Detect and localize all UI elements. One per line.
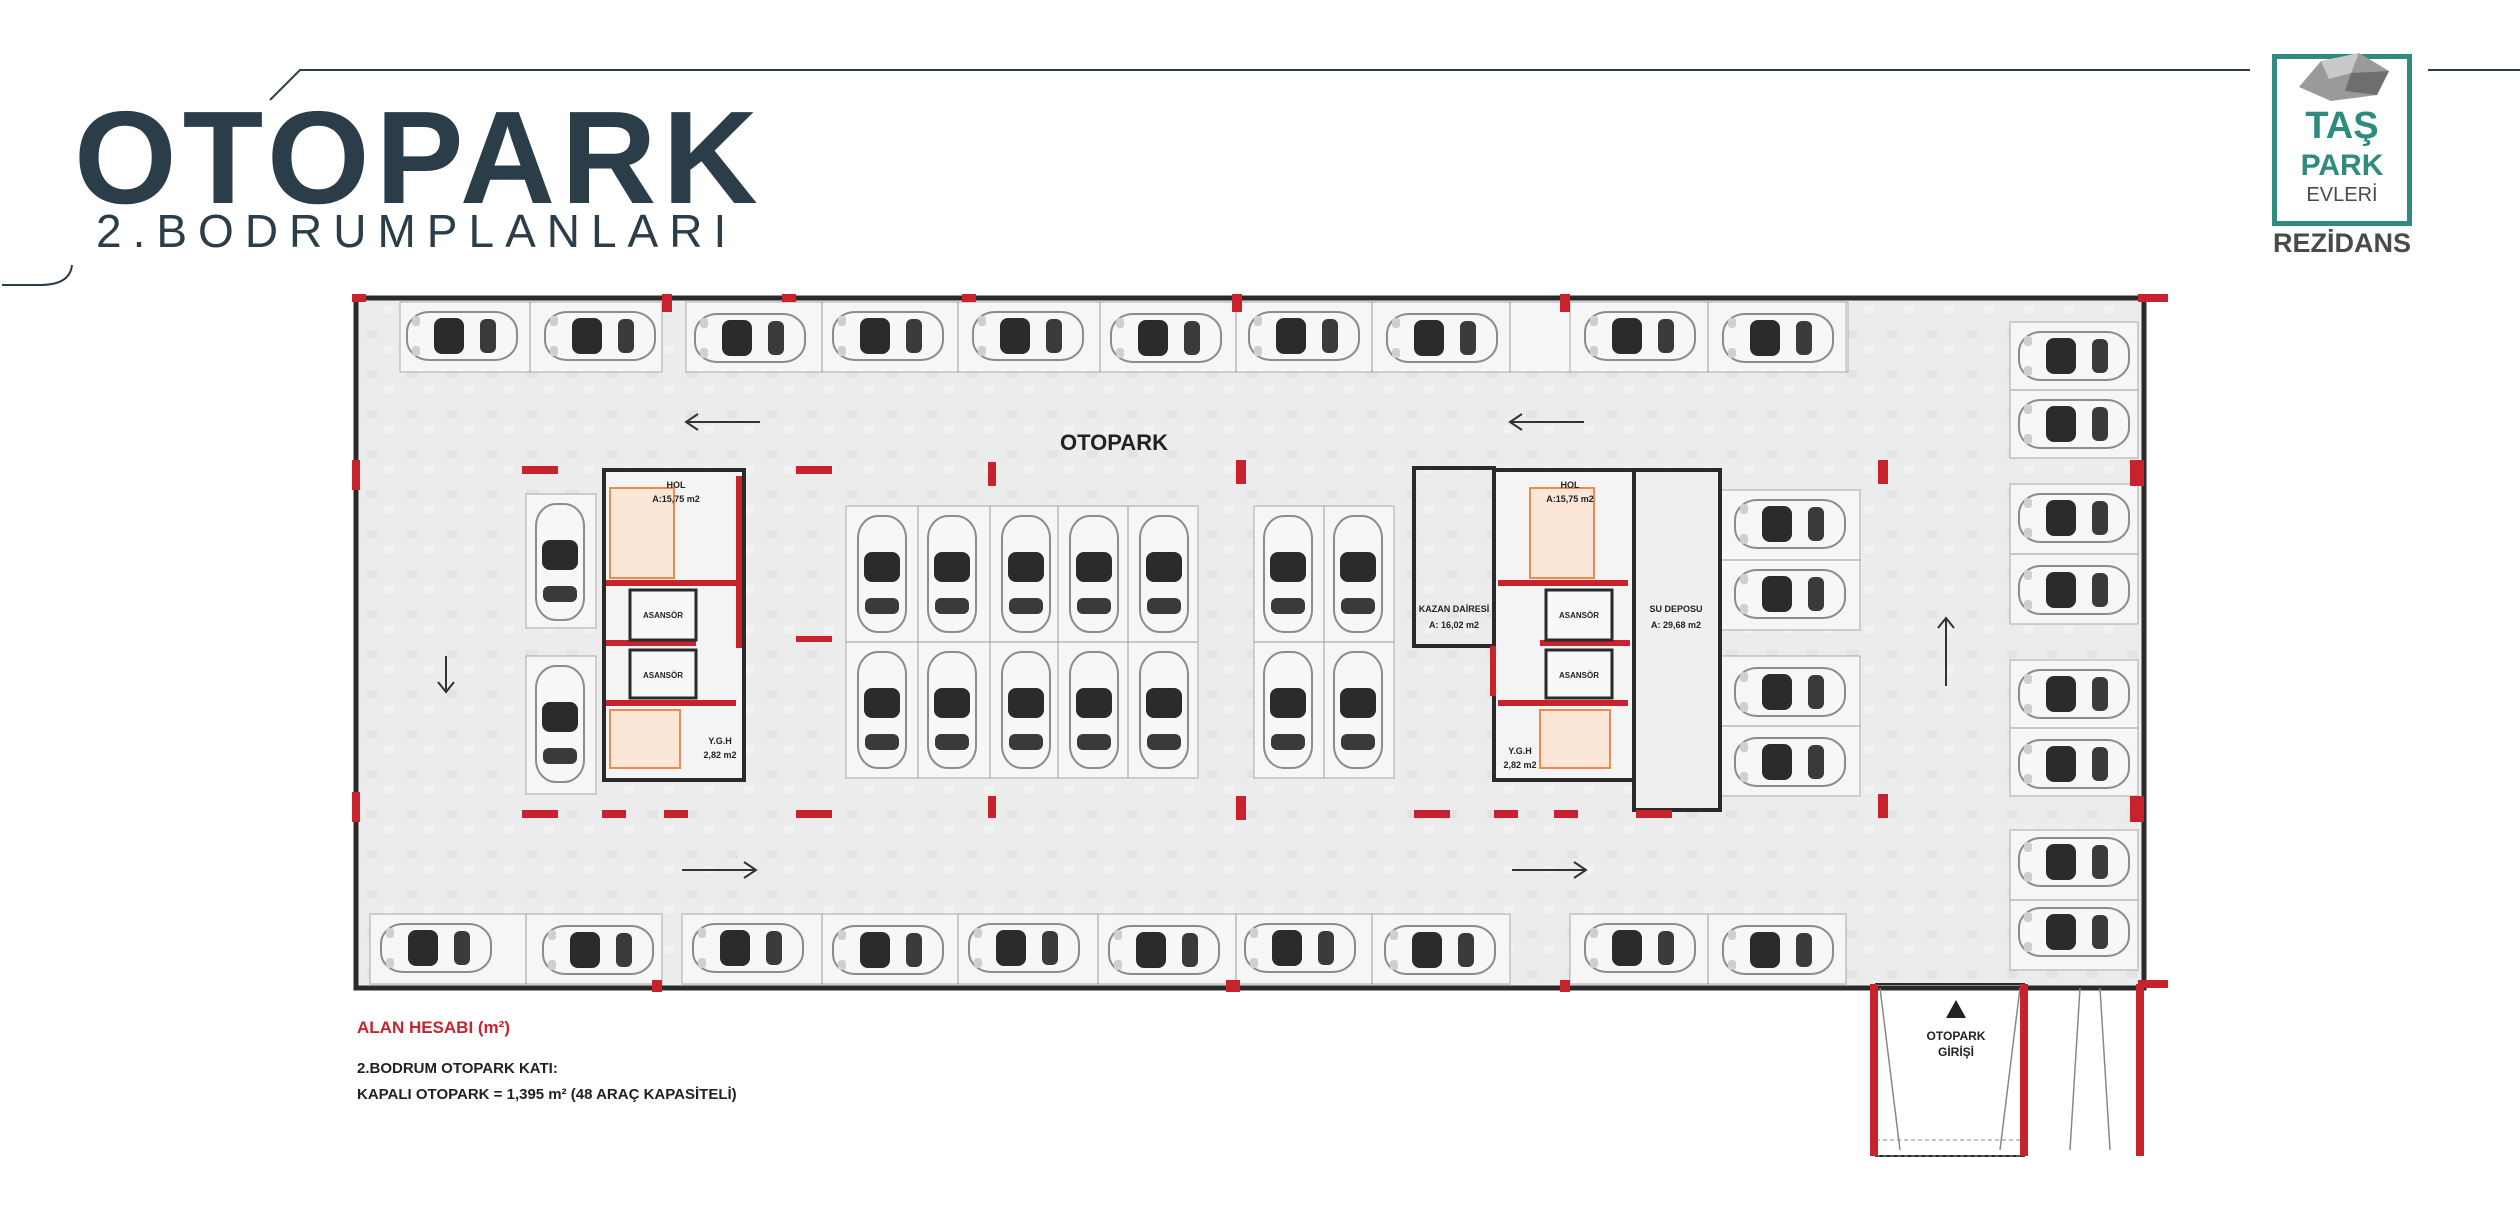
page-subtitle: 2.BODRUMPLANLARI — [96, 205, 738, 257]
plan-main-label: OTOPARK — [1060, 430, 1168, 455]
parking-bays-left — [525, 493, 597, 795]
core-left-hol-label: HOL — [667, 480, 687, 490]
area-calc-title: ALAN HESABI (m²) — [357, 1018, 510, 1037]
logo-line-evleri: EVLERİ — [2306, 184, 2378, 206]
boiler-room-area: A: 16,02 m2 — [1429, 620, 1479, 630]
water-tank-area: A: 29,68 m2 — [1651, 620, 1701, 630]
core-right-elevator-2: ASANSÖR — [1559, 671, 1599, 680]
entrance-label-2: GİRİŞİ — [1938, 1044, 1974, 1059]
core-right-hol-label: HOL — [1561, 480, 1581, 490]
parking-bays-center — [845, 505, 1395, 779]
brand-logo: TAŞ PARK EVLERİ — [2272, 53, 2412, 226]
header-frame-line — [2, 69, 2520, 286]
core-right-elevator-1: ASANSÖR — [1559, 611, 1599, 620]
logo-stone-icon — [2299, 53, 2389, 101]
core-left-ygh-area: 2,82 m2 — [703, 750, 736, 760]
core-left-elevator-1: ASANSÖR — [643, 611, 683, 620]
traffic-arrows — [437, 413, 1955, 879]
parking-bays-top — [399, 301, 1849, 373]
logo-line-tas: TAŞ — [2305, 105, 2379, 147]
area-calc-line-1: 2.BODRUM OTOPARK KATI: — [357, 1060, 558, 1077]
parking-bays-right — [2009, 321, 2139, 971]
page-title: OTOPARK — [74, 84, 764, 231]
core-left — [602, 468, 746, 782]
core-left-hol-area: A:15,75 m2 — [652, 494, 700, 504]
core-right-ygh-area: 2,82 m2 — [1503, 760, 1536, 770]
core-right-ygh-label: Y.G.H — [1508, 746, 1532, 756]
logo-line-park: PARK — [2300, 149, 2384, 182]
parking-bays-bottom — [369, 913, 1847, 985]
entrance-label-1: OTOPARK — [1927, 1029, 1986, 1043]
water-tank-label: SU DEPOSU — [1649, 604, 1702, 614]
logo-line-rezidans: REZİDANS — [2272, 228, 2411, 258]
entrance-ramp — [1870, 983, 2144, 1157]
core-left-elevator-2: ASANSÖR — [643, 671, 683, 680]
core-right-hol-area: A:15,75 m2 — [1546, 494, 1594, 504]
core-right — [1412, 466, 1722, 812]
boiler-room-label: KAZAN DAİRESİ — [1419, 604, 1490, 614]
structural-columns — [352, 294, 2168, 992]
area-calc-line-2: KAPALI OTOPARK = 1,395 m² (48 ARAÇ KAPAS… — [357, 1086, 737, 1103]
core-left-ygh-label: Y.G.H — [708, 736, 732, 746]
